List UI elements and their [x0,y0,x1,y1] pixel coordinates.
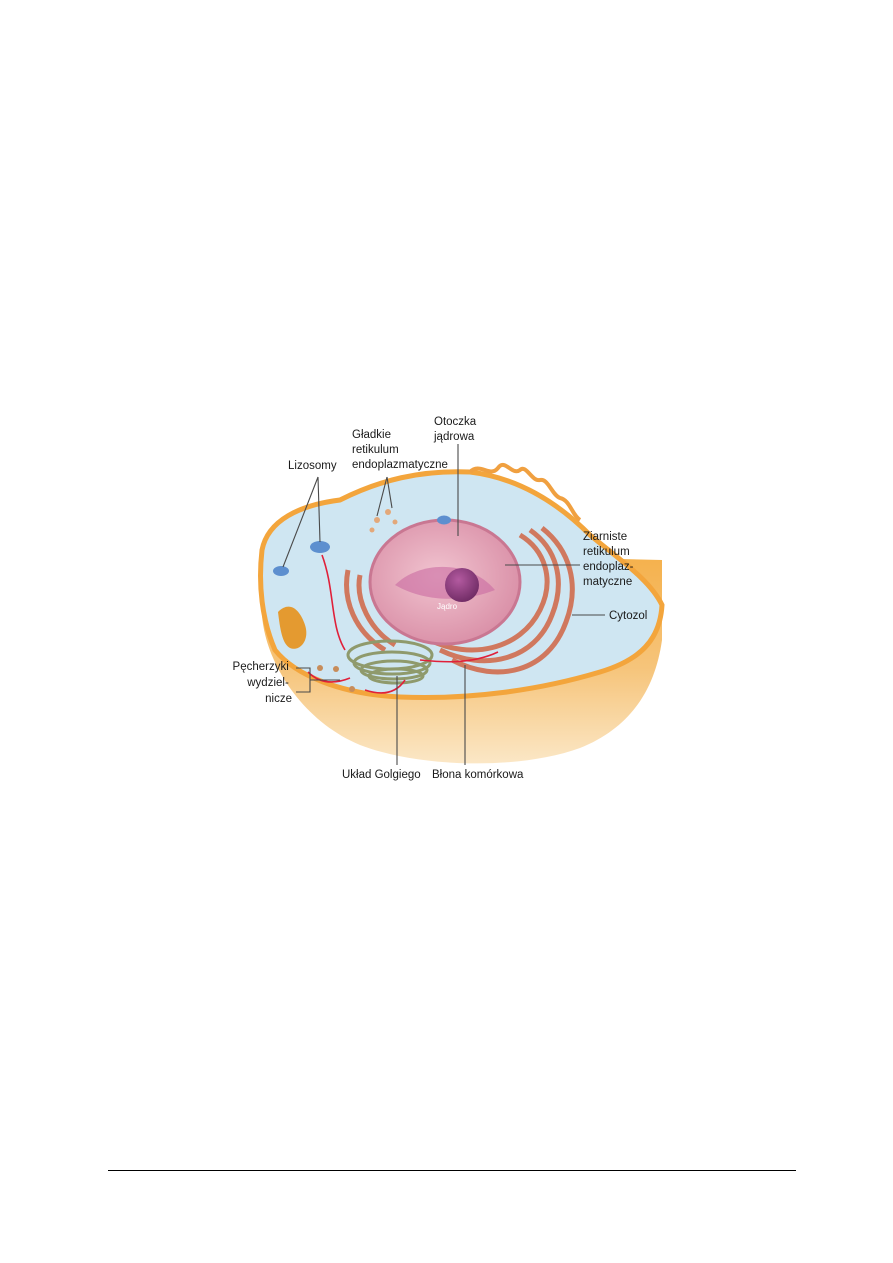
label-line: nicze [265,693,292,705]
secretory-vesicle [349,686,355,692]
nucleolus [445,568,479,602]
label-line: Otoczka [434,416,477,428]
lysosomes [273,515,451,576]
leader-line [317,476,321,543]
smooth-er-vesicle [392,519,398,525]
secretory-vesicles [317,665,355,692]
leader-line [282,476,319,568]
lysosome [437,515,451,525]
transport-arrow [321,554,346,651]
rough-er-fold [428,532,550,653]
transport-arrow [364,679,406,694]
label-line: endoplazmatyczne [352,459,448,471]
rough-er-fold [438,527,561,664]
leader-lines [282,444,605,765]
lysosome [310,541,330,553]
smooth-er-vesicle [369,527,375,533]
label-line: wydziel- [246,677,289,689]
membrane-ruffles [468,462,582,522]
smooth-er-vesicle [385,509,391,515]
labels: Gładkie retikulum endoplazmatyczne Otocz… [233,416,648,781]
label-line: Pęcherzyki [233,661,289,673]
label-line: jądrowa [433,431,475,443]
nucleus: Jądro [368,518,522,646]
label-gladkie: Gładkie retikulum endoplazmatyczne [352,429,448,471]
label-pecherzyki: Pęcherzyki wydziel- nicze [233,661,292,705]
smooth-er [369,509,398,533]
secretory-vesicle [333,666,339,672]
label-line: Ziarniste [583,531,627,543]
label-blona: Błona komórkowa [432,769,524,781]
rough-er-fold [344,569,387,653]
label-cytozol: Cytozol [609,610,647,622]
smooth-er-vesicle [374,517,380,523]
secretory-vesicle [317,665,323,671]
nucleus-label: Jądro [437,602,458,611]
label-lizosomy: Lizosomy [288,460,337,472]
leader-line [386,476,393,509]
label-line: endoplaz- [583,561,634,573]
golgi-cisterna [352,650,432,676]
rough-er-fold [450,526,575,675]
transport-arrow [419,651,499,663]
label-line: matyczne [583,576,632,588]
golgi-cisterna [359,659,429,681]
footer-rule [108,1170,796,1171]
lysosome [273,566,289,576]
label-line: retikulum [583,546,630,558]
leader-line [376,476,388,517]
membrane-notch [278,606,307,649]
golgi-cisterna [367,667,425,685]
label-golgi: Układ Golgiego [342,769,421,781]
transport-arrow [307,671,351,683]
label-ziarniste: Ziarniste retikulum endoplaz- matyczne [583,531,637,588]
golgi-apparatus [346,639,434,685]
label-line: Gładkie [352,429,391,441]
transport-arrows [307,554,499,694]
label-line: retikulum [352,444,399,456]
label-otoczka: Otoczka jądrowa [433,416,479,443]
